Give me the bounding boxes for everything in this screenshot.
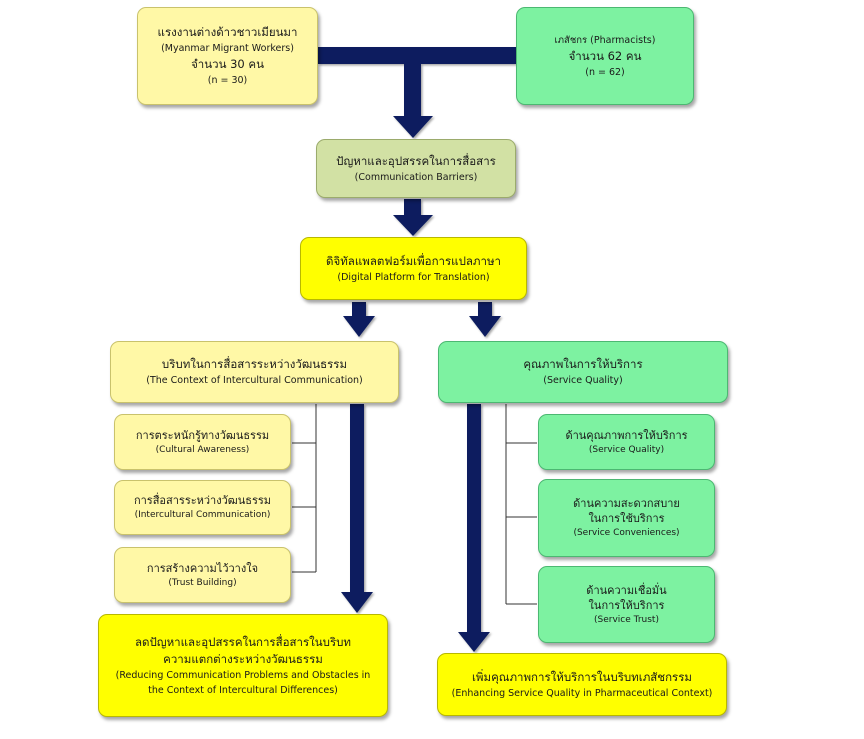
sq-item-th: ด้านคุณภาพการให้บริการ [565, 428, 688, 442]
arrow-long-left-head [341, 592, 373, 613]
service-trust-box: ด้านความเชื่อมั่น ในการให้บริการ (Servic… [538, 566, 715, 643]
quality-th: คุณภาพในการให้บริการ [523, 357, 643, 371]
service-trust-th1: ด้านความเชื่อมั่น [586, 583, 667, 597]
service-quality-box: คุณภาพในการให้บริการ (Service Quality) [438, 341, 728, 403]
myanmar-n: (n = 30) [207, 75, 248, 86]
pharmacists-n: (n = 62) [585, 66, 625, 78]
arrow-long-right-head [458, 632, 490, 652]
reducing-en1: (Reducing Communication Problems and Obs… [115, 669, 371, 681]
pharmacists-title: เภสัชกร (Pharmacists) [554, 34, 656, 46]
myanmar-count-th: จำนวน 30 คน [191, 57, 264, 71]
right-bracket [505, 404, 537, 605]
communication-barriers-box: ปัญหาและอุปสรรคในการสื่อสาร (Communicati… [316, 139, 516, 198]
intercultural-communication-box: การสื่อสารระหว่างวัฒนธรรม (Intercultural… [114, 480, 291, 535]
arrow-right-head [469, 316, 501, 337]
arrow-right-shaft [478, 302, 492, 316]
arrow-long-left-shaft [350, 404, 364, 592]
arrow-top-head [393, 116, 433, 138]
cultural-awareness-box: การตระหนักรู้ทางวัฒนธรรม (Cultural Aware… [114, 414, 291, 470]
trust-building-box: การสร้างความไว้วางใจ (Trust Building) [114, 547, 291, 603]
context-th: บริบทในการสื่อสารระหว่างวัฒนธรรม [161, 357, 348, 371]
context-en: (The Context of Intercultural Communicat… [146, 375, 363, 386]
myanmar-workers-box: แรงงานต่างด้าวชาวเมียนมา (Myanmar Migran… [137, 7, 318, 105]
arrow-mid-shaft [404, 199, 421, 215]
pharmacists-box: เภสัชกร (Pharmacists) จำนวน 62 คน (n = 6… [516, 7, 694, 105]
intercultural-th: การสื่อสารระหว่างวัฒนธรรม [133, 494, 272, 507]
quality-en: (Service Quality) [543, 375, 623, 386]
trust-building-en: (Trust Building) [168, 577, 237, 588]
awareness-en: (Cultural Awareness) [155, 444, 250, 455]
platform-th: ดิจิทัลแพลตฟอร์มเพื่อการแปลภาษา [326, 253, 501, 268]
enhancing-th: เพิ่มคุณภาพการให้บริการในบริบทเภสัชกรรม [471, 669, 692, 684]
trust-building-th: การสร้างความไว้วางใจ [146, 561, 259, 575]
arrow-left-shaft [352, 302, 366, 316]
service-quality-item-box: ด้านคุณภาพการให้บริการ (Service Quality) [538, 414, 715, 470]
digital-platform-box: ดิจิทัลแพลตฟอร์มเพื่อการแปลภาษา (Digital… [300, 237, 527, 300]
reducing-th1: ลดปัญหาและอุปสรรคในการสื่อสารในบริบท [134, 634, 352, 649]
service-convenience-box: ด้านความสะดวกสบาย ในการใช้บริการ (Servic… [538, 479, 715, 557]
convenience-en: (Service Conveniences) [573, 528, 680, 538]
arrow-mid-head [393, 215, 433, 236]
reducing-problems-box: ลดปัญหาและอุปสรรคในการสื่อสารในบริบท ควา… [98, 614, 388, 717]
convenience-th2: ในการใช้บริการ [588, 512, 665, 525]
arrow-top-shaft [404, 64, 421, 116]
service-trust-en: (Service Trust) [594, 614, 659, 625]
intercultural-context-box: บริบทในการสื่อสารระหว่างวัฒนธรรม (The Co… [110, 341, 399, 403]
enhancing-quality-box: เพิ่มคุณภาพการให้บริการในบริบทเภสัชกรรม … [437, 653, 727, 716]
platform-en: (Digital Platform for Translation) [337, 271, 490, 283]
arrow-left-head [343, 316, 375, 337]
barriers-th: ปัญหาและอุปสรรคในการสื่อสาร [336, 153, 496, 168]
enhancing-en: (Enhancing Service Quality in Pharmaceut… [451, 687, 713, 699]
myanmar-title-en: (Myanmar Migrant Workers) [161, 43, 294, 54]
awareness-th: การตระหนักรู้ทางวัฒนธรรม [135, 428, 270, 442]
barriers-en: (Communication Barriers) [354, 171, 478, 183]
pharmacists-count-th: จำนวน 62 คน [568, 48, 642, 63]
reducing-th2: ความแตกต่างระหว่างวัฒนธรรม [163, 651, 323, 666]
myanmar-title-th: แรงงานต่างด้าวชาวเมียนมา [157, 25, 298, 39]
top-merge-bar [318, 47, 516, 64]
intercultural-en: (Intercultural Communication) [134, 510, 271, 520]
convenience-th1: ด้านความสะดวกสบาย [573, 497, 680, 510]
service-trust-th2: ในการให้บริการ [588, 598, 665, 612]
sq-item-en: (Service Quality) [588, 444, 665, 455]
arrow-long-right-shaft [467, 404, 481, 632]
reducing-en2: the Context of Intercultural Differences… [148, 684, 338, 696]
left-bracket [292, 404, 317, 573]
